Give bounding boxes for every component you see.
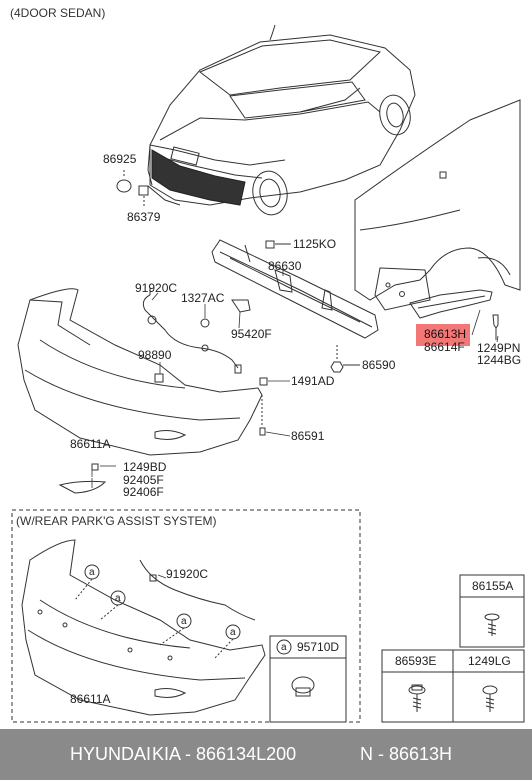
- assist-label-91920C[interactable]: 91920C: [166, 567, 209, 581]
- bolt-1125KO: [265, 240, 290, 249]
- callout-a-3: a: [181, 616, 187, 627]
- clip-1327AC: [200, 318, 210, 328]
- bolt-86593E: [408, 684, 426, 712]
- assist-label-86611A[interactable]: 86611A: [70, 692, 111, 706]
- label-1249BD[interactable]: 1249BD: [123, 460, 167, 474]
- fastener-table-frame: [381, 574, 525, 723]
- screw-1249PN: [492, 314, 499, 340]
- label-1249PN[interactable]: 1249PN: [477, 341, 521, 355]
- part-86925-grommet: [116, 168, 132, 193]
- sensor-cell-frame: [269, 635, 347, 723]
- label-92405F[interactable]: 92405F: [123, 473, 164, 487]
- footer-bar: HYUNDAI KIA - 866134L200 N - 86613H: [0, 729, 532, 780]
- callout-a-4: a: [230, 627, 236, 638]
- label-91920C[interactable]: 91920C: [135, 281, 178, 295]
- label-1125KO[interactable]: 1125KO: [293, 237, 337, 251]
- bumper-beam: [211, 239, 379, 339]
- callout-a-2: a: [115, 593, 121, 604]
- label-86591[interactable]: 86591: [291, 429, 325, 443]
- label-86630[interactable]: 86630: [268, 259, 302, 273]
- reflector-92405F: [58, 463, 107, 494]
- screw-86155A: [484, 613, 500, 636]
- clip-98890: [154, 373, 164, 383]
- nut-86590: [330, 345, 360, 373]
- bumper-cover: [17, 288, 268, 456]
- leader-lines: [91, 243, 499, 579]
- label-86379[interactable]: 86379: [127, 210, 161, 224]
- callout-a-1: a: [89, 567, 95, 578]
- label-86925[interactable]: 86925: [103, 152, 137, 166]
- callout-circles: [74, 564, 241, 659]
- label-86590[interactable]: 86590: [362, 358, 396, 372]
- sensor-95710D: [291, 676, 315, 697]
- car-illustration: [147, 24, 416, 216]
- label-1327AC[interactable]: 1327AC: [181, 291, 225, 305]
- label-1491AD[interactable]: 1491AD: [291, 374, 335, 388]
- wiring-91920C: [142, 288, 242, 374]
- assist-bumper-cover: [21, 539, 266, 716]
- callout-a-cell: a: [281, 642, 287, 653]
- label-1244BG[interactable]: 1244BG: [477, 353, 522, 367]
- footer-brand: HYUNDAI: [70, 744, 152, 764]
- part-86379-clip: [138, 185, 149, 208]
- label-98890[interactable]: 98890: [138, 348, 172, 362]
- quarter-panel: [354, 99, 521, 311]
- part-86613H-bracket: [409, 289, 493, 319]
- label-86593E[interactable]: 86593E: [395, 654, 437, 668]
- variant-title: (4DOOR SEDAN): [10, 6, 106, 20]
- label-86613H[interactable]: 86613H: [424, 327, 467, 341]
- assist-title: (W/REAR PARK'G ASSIST SYSTEM): [16, 514, 217, 528]
- footer-ref: N - 86613H: [360, 744, 453, 764]
- label-1249LG[interactable]: 1249LG: [468, 654, 511, 668]
- label-86155A[interactable]: 86155A: [472, 579, 514, 593]
- label-95710D[interactable]: 95710D: [297, 640, 340, 654]
- screw-1249LG: [482, 685, 498, 712]
- label-95420F[interactable]: 95420F: [231, 327, 272, 341]
- label-86614F[interactable]: 86614F: [424, 340, 465, 354]
- label-86611A[interactable]: 86611A: [70, 437, 111, 451]
- bracket-95420F: [231, 299, 251, 313]
- highlight-86613H: [416, 324, 470, 346]
- footer-part-number: KIA - 866134L200: [152, 744, 297, 764]
- label-92406F[interactable]: 92406F: [123, 485, 164, 499]
